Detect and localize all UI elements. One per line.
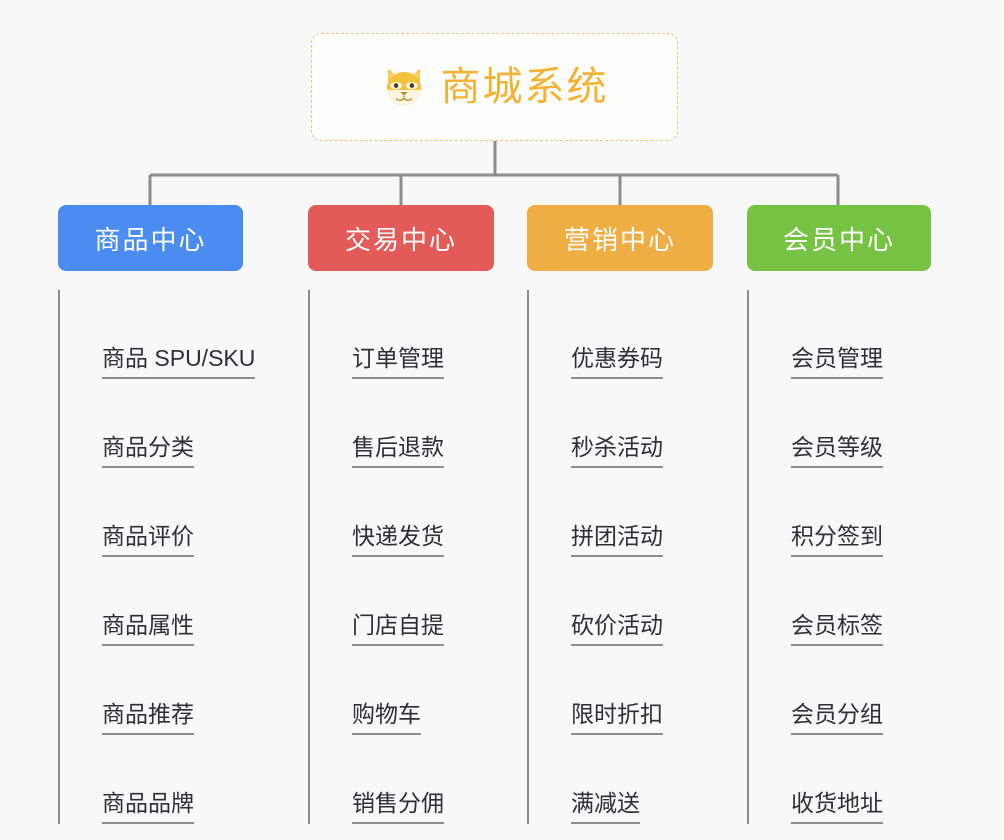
leaf-item[interactable]: 商品评价: [60, 468, 255, 557]
leaf-item[interactable]: 会员等级: [749, 379, 931, 468]
branch-spine-0: [58, 290, 60, 824]
leaf-label: 商品分类: [102, 434, 194, 468]
leaf-label: 优惠券码: [571, 345, 663, 379]
leaf-item[interactable]: 商品属性: [60, 557, 255, 646]
branch-column-1: 交易中心 订单管理 售后退款 快递发货 门店自提 购物车 销售分佣: [308, 205, 494, 824]
leaf-label: 商品评价: [102, 523, 194, 557]
leaf-label: 销售分佣: [352, 790, 444, 824]
leaf-label: 售后退款: [352, 434, 444, 468]
leaf-item[interactable]: 拼团活动: [529, 468, 713, 557]
leaf-label: 快递发货: [352, 523, 444, 557]
branch-spine-2: [527, 290, 529, 824]
shiba-dog-face-icon: [386, 68, 421, 107]
leaf-item[interactable]: 秒杀活动: [529, 379, 713, 468]
leaf-label: 门店自提: [352, 612, 444, 646]
leaf-label: 会员管理: [791, 345, 883, 379]
leaf-item[interactable]: 限时折扣: [529, 646, 713, 735]
leaf-item[interactable]: 满减送: [529, 735, 713, 824]
leaf-item[interactable]: 销售分佣: [310, 735, 494, 824]
leaf-label: 拼团活动: [571, 523, 663, 557]
leaf-item[interactable]: 门店自提: [310, 557, 494, 646]
leaf-item[interactable]: 商品 SPU/SKU: [60, 290, 256, 379]
leaf-item[interactable]: 会员分组: [749, 646, 931, 735]
leaf-item[interactable]: 商品分类: [60, 379, 255, 468]
branch-spine-1: [308, 290, 310, 824]
leaf-item[interactable]: 优惠券码: [529, 290, 713, 379]
leaf-item[interactable]: 砍价活动: [529, 557, 713, 646]
leaf-label: 积分签到: [791, 523, 883, 557]
leaf-label: 收货地址: [791, 790, 883, 824]
leaf-label: 砍价活动: [571, 612, 663, 646]
branch-column-0: 商品中心 商品 SPU/SKU 商品分类 商品评价 商品属性 商品推荐 商品品牌: [58, 205, 256, 824]
leaf-label: 会员等级: [791, 434, 883, 468]
branch-items-2: 优惠券码 秒杀活动 拼团活动 砍价活动 限时折扣 满减送: [527, 290, 713, 824]
leaf-label: 会员标签: [791, 612, 883, 646]
leaf-item[interactable]: 快递发货: [310, 468, 494, 557]
leaf-label: 满减送: [571, 790, 640, 824]
leaf-item[interactable]: 商品推荐: [60, 646, 255, 735]
leaf-item[interactable]: 会员管理: [749, 290, 931, 379]
leaf-item[interactable]: 会员标签: [749, 557, 931, 646]
leaf-label: 限时折扣: [571, 701, 663, 735]
leaf-label: 订单管理: [352, 345, 444, 379]
branch-header-1[interactable]: 交易中心: [308, 205, 494, 271]
branch-header-3[interactable]: 会员中心: [747, 205, 931, 271]
leaf-item[interactable]: 购物车: [310, 646, 494, 735]
leaf-label: 商品属性: [102, 612, 194, 646]
leaf-label: 购物车: [352, 701, 421, 735]
leaf-label: 秒杀活动: [571, 434, 663, 468]
branch-items-3: 会员管理 会员等级 积分签到 会员标签 会员分组 收货地址: [747, 290, 931, 824]
leaf-label: 商品推荐: [102, 701, 194, 735]
root-title: 商城系统: [440, 65, 609, 109]
leaf-item[interactable]: 收货地址: [749, 735, 931, 824]
branch-items-0: 商品 SPU/SKU 商品分类 商品评价 商品属性 商品推荐 商品品牌: [58, 290, 256, 824]
leaf-item[interactable]: 订单管理: [310, 290, 494, 379]
root-node[interactable]: 商城系统: [311, 33, 678, 141]
leaf-label: 会员分组: [791, 701, 883, 735]
leaf-label: 商品品牌: [102, 790, 194, 824]
branch-items-1: 订单管理 售后退款 快递发货 门店自提 购物车 销售分佣: [308, 290, 494, 824]
leaf-label: 商品 SPU/SKU: [102, 345, 256, 379]
branch-header-2[interactable]: 营销中心: [527, 205, 713, 271]
branch-column-2: 营销中心 优惠券码 秒杀活动 拼团活动 砍价活动 限时折扣 满减送: [527, 205, 713, 824]
leaf-item[interactable]: 积分签到: [749, 468, 931, 557]
branch-spine-3: [747, 290, 749, 824]
leaf-item[interactable]: 商品品牌: [60, 735, 255, 824]
leaf-item[interactable]: 售后退款: [310, 379, 494, 468]
branch-header-0[interactable]: 商品中心: [58, 205, 243, 271]
branch-column-3: 会员中心 会员管理 会员等级 积分签到 会员标签 会员分组 收货地址: [747, 205, 931, 824]
